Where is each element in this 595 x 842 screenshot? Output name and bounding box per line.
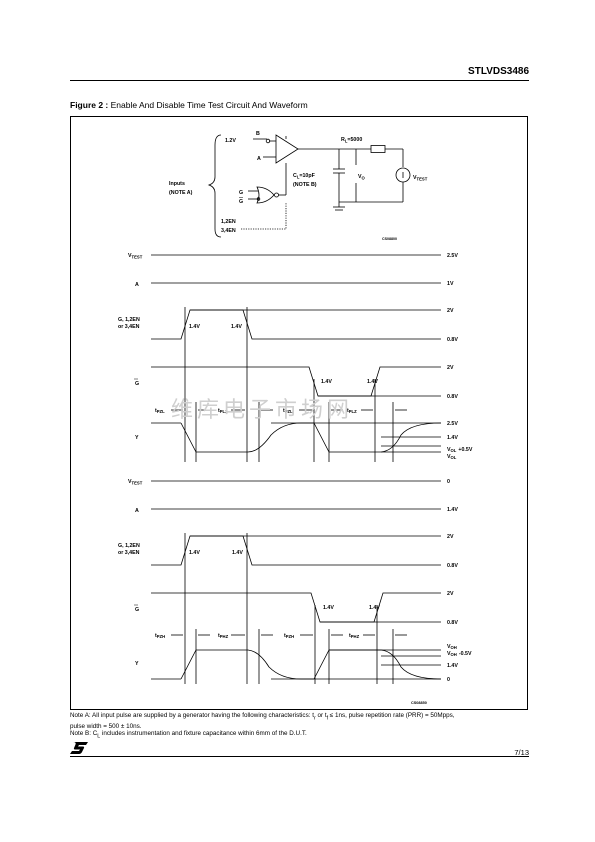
- circuit-g-label: G: [239, 190, 243, 196]
- wf2-a-label: A: [135, 508, 139, 514]
- wf1-y-vol-plus: VOL+0.5V: [447, 447, 473, 453]
- figure-label: Figure 2 :: [70, 100, 109, 110]
- wf1-t-pzl-1: tPZL: [155, 408, 165, 414]
- wf2-g-threshold-1: 1.4V: [189, 550, 200, 556]
- wf1-gbar-threshold-1: 1.4V: [321, 379, 332, 385]
- wf1-y-waveform-1: [180, 422, 248, 453]
- wf1-gbar-threshold-2: 1.4V: [367, 379, 378, 385]
- note-b: Note B: CL includes instrumentation and …: [70, 730, 307, 740]
- figure-frame: 1.2V B A Inputs (NOTE A) G G 1,2EN 3,4EN…: [70, 116, 528, 710]
- circuit-vin-label: 1.2V: [225, 138, 236, 144]
- wf2-t-phz-2: tPHZ: [349, 633, 360, 639]
- circuit-note-a: (NOTE A): [169, 190, 193, 196]
- header-part-number: STLVDS3486: [468, 66, 529, 77]
- circuit-note-b: (NOTE B): [293, 182, 317, 188]
- wf1-gbar-high: 2V: [447, 365, 454, 371]
- footer-rule: [70, 756, 529, 757]
- watermark: 维库电子市场网: [171, 398, 353, 423]
- circuit-vtest-label: VTEST: [413, 175, 428, 182]
- wf1-g-low: 0.8V: [447, 337, 458, 343]
- circuit-en2-label: 3,4EN: [221, 228, 236, 234]
- wf2-g-threshold-2: 1.4V: [232, 550, 243, 556]
- circuit-cl-label: CL=10pF: [293, 173, 316, 180]
- wf2-t-phz-1: tPHZ: [218, 633, 229, 639]
- figure-notes: Note A: All input pulse are supplied by …: [70, 712, 532, 741]
- wf2-t-pzh-2: tPZH: [284, 633, 294, 639]
- wf2-gbar-high: 2V: [447, 591, 454, 597]
- wf2-vtest-value: 0: [447, 479, 450, 485]
- wf1-t-pzl-2: tPZL: [283, 408, 293, 414]
- wf1-g-high: 2V: [447, 308, 454, 314]
- note-a-line2: pulse width = 500 ± 10ns.: [70, 722, 142, 730]
- wf2-vtest-label: VTEST: [128, 479, 143, 486]
- wf1-a-value: 1V: [447, 281, 454, 287]
- wf1-y-1-4v: 1.4V: [447, 435, 458, 441]
- circuit-pin-a: A: [257, 156, 261, 162]
- wf1-g-label-1: G, 1,2EN: [118, 317, 140, 323]
- wf2-y-1-4v: 1.4V: [447, 663, 458, 669]
- st-logo: [70, 741, 88, 759]
- note-a: Note A: All input pulse are supplied by …: [70, 712, 455, 722]
- wf2-gbar-waveform: [151, 592, 441, 623]
- wf2-g-label-2: or 3,4EN: [118, 550, 140, 556]
- wf1-gbar-waveform: [151, 366, 441, 397]
- wf2-t-pzh-1: tPZH: [155, 633, 165, 639]
- circuit-and-waveform-diagram: 1.2V B A Inputs (NOTE A) G G 1,2EN 3,4EN…: [118, 131, 473, 705]
- wf2-g-label-1: G, 1,2EN: [118, 543, 140, 549]
- wf2-y-waveform: [180, 649, 248, 680]
- wf1-y-label: Y: [135, 435, 139, 441]
- wf1-y-vol: VOL: [447, 454, 457, 460]
- input-brace: [207, 134, 222, 238]
- wf1-g-threshold-2: 1.4V: [231, 324, 242, 330]
- wf2-y-voh: VOH: [447, 644, 457, 650]
- wf2-g-low: 0.8V: [447, 563, 458, 569]
- circuit-inputs-label: Inputs: [169, 181, 185, 187]
- driver-triangle: [275, 134, 299, 164]
- wf1-gbar-label: G: [135, 381, 139, 387]
- wf1-a-label: A: [135, 282, 139, 288]
- page-number: 7/13: [514, 748, 529, 757]
- circuit-pin-b: B: [256, 131, 260, 137]
- wf2-y-zero: 0: [447, 677, 450, 683]
- wf1-g-label-2: or 3,4EN: [118, 324, 140, 330]
- circuit-code: CS08800: [382, 237, 397, 241]
- wf2-g-high: 2V: [447, 534, 454, 540]
- wf2-a-value: 1.4V: [447, 507, 458, 513]
- wf1-vtest-value: 2.5V: [447, 253, 458, 259]
- wf1-g-threshold-1: 1.4V: [189, 324, 200, 330]
- wf2-gbar-threshold-1: 1.4V: [323, 605, 334, 611]
- wf2-gbar-label: G: [135, 607, 139, 613]
- circuit-en1-label: 1,2EN: [221, 219, 236, 225]
- wf1-t-plz-2: tPLZ: [347, 408, 357, 414]
- wf2-gbar-low: 0.8V: [447, 620, 458, 626]
- wf1-y-2-5v: 2.5V: [447, 421, 458, 427]
- enable-or-gate: [256, 186, 275, 204]
- figure-caption: Enable And Disable Time Test Circuit And…: [110, 100, 308, 110]
- wf2-gbar-threshold-2: 1.4V: [369, 605, 380, 611]
- wf1-gbar-low: 0.8V: [447, 394, 458, 400]
- resistor-rl: [370, 145, 386, 153]
- circuit-rl-label: RL=5000: [341, 137, 362, 144]
- circuit-vo-label: VO: [358, 174, 366, 181]
- wf1-t-plz-1: tPLZ: [218, 408, 228, 414]
- figure-title: Figure 2 : Enable And Disable Time Test …: [70, 100, 308, 110]
- circuit-gbar-label: G: [239, 199, 243, 205]
- wf2-code: CS08850: [411, 701, 427, 705]
- wf2-y-voh-minus: VOH-0.5V: [447, 651, 472, 657]
- wf1-vtest-label: VTEST: [128, 253, 143, 260]
- header-rule: [70, 80, 529, 81]
- wf2-y-label: Y: [135, 661, 139, 667]
